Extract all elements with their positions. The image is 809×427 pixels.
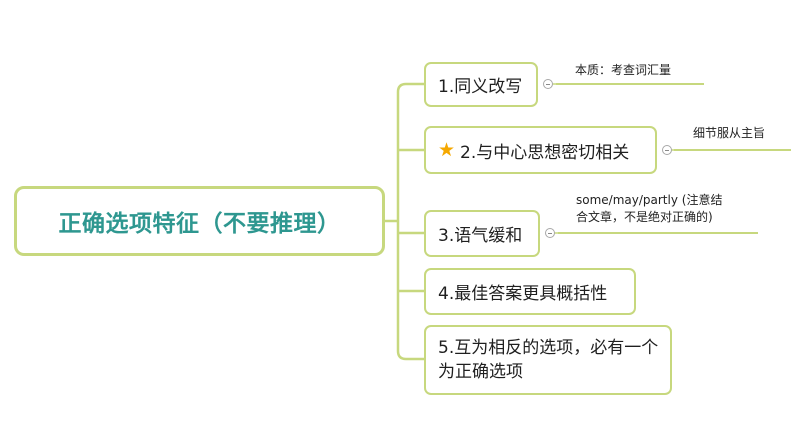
collapse-toggle-icon[interactable] <box>543 79 553 89</box>
note-line: 合文章，不是绝对正确的) <box>576 210 713 224</box>
note-text: some/may/partly (注意结 合文章，不是绝对正确的) <box>576 192 766 226</box>
branch-node-3[interactable]: 3.语气缓和 <box>424 210 540 257</box>
root-label: 正确选项特征（不要推理） <box>58 211 341 237</box>
root-node[interactable]: 正确选项特征（不要推理） <box>14 186 385 256</box>
branch-label: 1.同义改写 <box>438 77 523 97</box>
note-line: some/may/partly (注意结 <box>576 193 723 207</box>
branch-label: 4.最佳答案更具概括性 <box>438 284 608 304</box>
branch-node-2[interactable]: ★ 2.与中心思想密切相关 <box>424 126 657 174</box>
branch-label: 2.与中心思想密切相关 <box>460 142 630 163</box>
collapse-toggle-icon[interactable] <box>545 228 555 238</box>
branch-label: 5.互为相反的选项，必有一个为正确选项 <box>438 338 659 382</box>
branch-node-5[interactable]: 5.互为相反的选项，必有一个为正确选项 <box>424 325 672 395</box>
branch-node-4[interactable]: 4.最佳答案更具概括性 <box>424 268 636 315</box>
branch-label: 3.语气缓和 <box>438 226 523 246</box>
star-icon: ★ <box>438 139 456 161</box>
collapse-toggle-icon[interactable] <box>662 145 672 155</box>
note-text: 本质：考查词汇量 <box>575 63 672 77</box>
note-text: 细节服从主旨 <box>693 126 766 140</box>
branch-node-1[interactable]: 1.同义改写 <box>424 62 538 107</box>
